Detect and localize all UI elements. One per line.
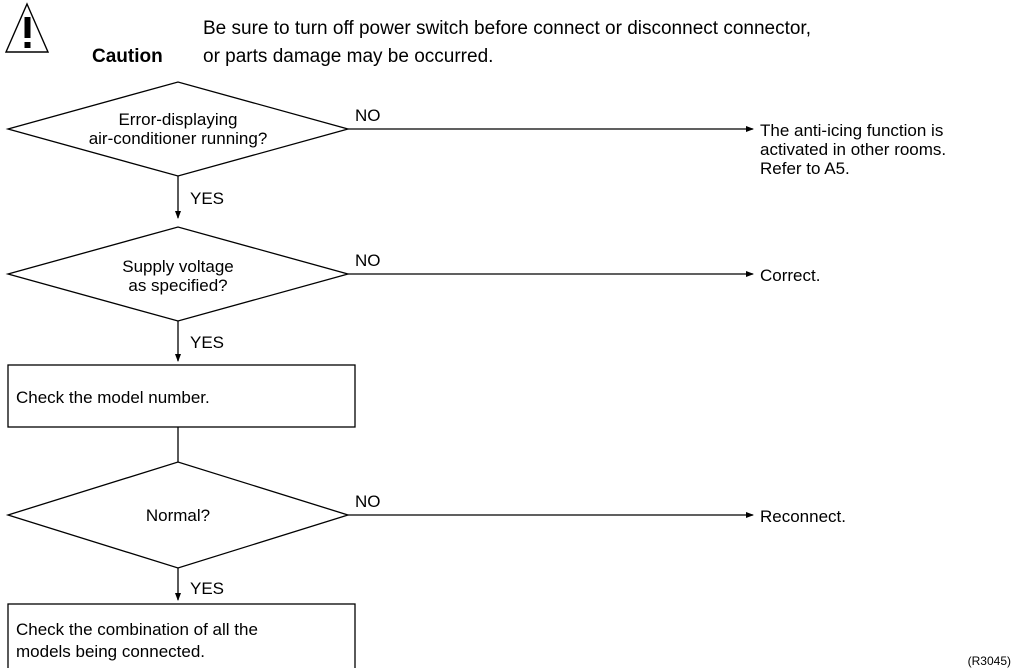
caution-message-line-1: Be sure to turn off power switch before … [203, 18, 811, 39]
decision-voltage-line-1: Supply voltage [122, 257, 234, 276]
process-box-model-number [7, 364, 356, 428]
no-label-voltage: NO [355, 251, 381, 270]
yes-label-voltage: YES [190, 333, 224, 352]
caution-message-line-2: or parts damage may be occurred. [203, 46, 493, 67]
result-reconnect: Reconnect. [760, 507, 846, 526]
process-model-number-text: Check the model number. [16, 388, 210, 407]
no-label-normal: NO [355, 492, 381, 511]
figure-id: (R3045) [968, 654, 1011, 668]
decision-voltage-line-2: as specified? [128, 276, 227, 295]
decision-running-line-1: Error-displaying [118, 110, 237, 129]
yes-label-normal: YES [190, 579, 224, 598]
result-anti-icing-line-2: activated in other rooms. [760, 140, 946, 159]
process-combination-line-1: Check the combination of all the [16, 620, 258, 639]
result-anti-icing-line-3: Refer to A5. [760, 159, 850, 178]
no-label-running: NO [355, 106, 381, 125]
caution-icon-group [4, 2, 50, 53]
process-combination-line-2: models being connected. [16, 642, 205, 661]
caution-label: Caution [92, 46, 163, 67]
result-correct: Correct. [760, 266, 820, 285]
process-box-combination [7, 603, 356, 668]
decision-running-line-2: air-conditioner running? [89, 129, 268, 148]
result-anti-icing-line-1: The anti-icing function is [760, 121, 943, 140]
decision-normal-line-1: Normal? [146, 506, 210, 525]
yes-label-running: YES [190, 189, 224, 208]
